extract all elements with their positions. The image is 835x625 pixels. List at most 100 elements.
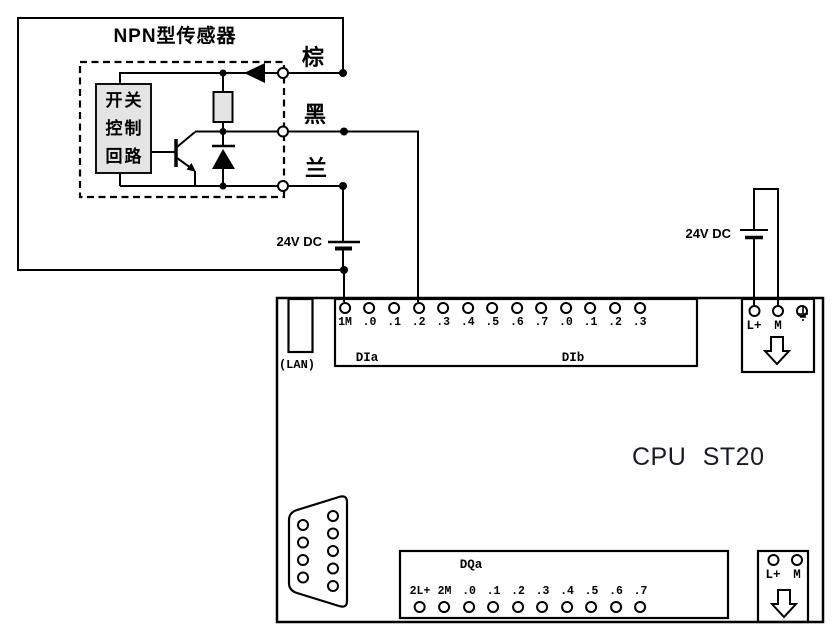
dq-terminal: .4	[560, 586, 574, 613]
terminal-label: .6	[609, 585, 623, 598]
di-terminal: .5	[485, 302, 499, 329]
sensor-internal-bottom-wire	[119, 174, 278, 187]
dq-terminal: .5	[584, 585, 599, 613]
wire-label-brown: 棕	[302, 45, 325, 70]
di-block-outline	[333, 297, 699, 368]
bottom-right-down-arrow-icon	[769, 589, 799, 619]
db9-connector	[287, 495, 349, 608]
control-block-line: 控制	[105, 118, 144, 138]
terminal-label: .3	[535, 585, 550, 598]
dq-terminal: .6	[609, 586, 623, 613]
dia-label: DIa	[355, 351, 379, 365]
terminal-circle	[437, 302, 450, 314]
terminal-circle	[609, 302, 622, 314]
brown-wire-diode-arrow	[244, 63, 265, 83]
terminal-circle	[747, 305, 760, 317]
dq-terminal: .3	[535, 585, 550, 613]
terminal-label: 1M	[338, 316, 352, 329]
dq-terminal: .2	[511, 586, 525, 613]
cpu-model-label: CPU ST20	[632, 443, 765, 471]
bottom-right-terminal-lplus: L+	[765, 554, 781, 582]
terminal-label: .7	[633, 585, 648, 598]
terminal-circle	[438, 601, 451, 613]
terminal-circle	[388, 302, 401, 314]
terminal-label: .2	[608, 316, 622, 329]
dq-terminal: .0	[462, 586, 476, 613]
brown-return-loop-wire	[17, 17, 344, 271]
junction-dots	[219, 69, 348, 274]
transistor-emitter-arrow	[186, 163, 196, 172]
terminal-circle	[634, 601, 647, 613]
terminal-circle	[512, 601, 524, 613]
sensor-control-block: 开关 控制 回路	[95, 83, 152, 174]
terminal-label: .0	[462, 585, 476, 598]
transistor-emitter	[176, 157, 196, 186]
di-terminal: .6	[510, 302, 524, 329]
terminal-circle	[633, 302, 646, 314]
top-right-terminal-ground	[796, 305, 808, 321]
terminal-label: .1	[486, 585, 501, 598]
di-terminal: .4	[461, 302, 475, 329]
terminal-circle	[561, 601, 573, 613]
terminal-circle	[536, 601, 549, 613]
wire-label-black: 黑	[304, 102, 327, 127]
terminal-circle	[486, 302, 499, 314]
terminal-circle	[766, 554, 779, 566]
bottom-right-terminal-m: M	[791, 554, 803, 581]
terminal-circle	[412, 302, 425, 314]
di-terminal: .1	[387, 302, 401, 329]
lan-port-outline	[287, 297, 314, 354]
dq-terminal: .7	[633, 585, 648, 613]
terminal-label: .4	[460, 316, 475, 329]
control-block-line: 回路	[105, 146, 144, 166]
terminal-label: M	[793, 568, 801, 582]
dq-block-outline	[398, 549, 730, 620]
terminal-circle	[610, 601, 622, 613]
bottom-right-terminal-box	[756, 549, 810, 624]
terminal-label: .0	[362, 316, 377, 329]
terminal-circle	[791, 554, 803, 566]
di-terminal: .3	[436, 302, 450, 329]
terminal-label: .3	[632, 316, 647, 329]
right-supply-bridge-wire	[753, 188, 779, 305]
left-supply-label: 24V DC	[276, 234, 322, 249]
terminal-circle	[584, 302, 597, 314]
sensor-title: NPN型传感器	[113, 26, 237, 47]
transistor-collector	[176, 131, 196, 148]
top-right-terminal-box	[740, 297, 816, 374]
terminal-circle	[339, 302, 351, 314]
terminal-circle	[414, 601, 426, 613]
terminal-circle	[510, 302, 523, 314]
terminal-circle	[585, 601, 598, 613]
terminal-label: .4	[560, 585, 574, 598]
terminal-label: .3	[436, 316, 451, 329]
terminal-label: M	[774, 319, 782, 333]
earth-ground-icon	[798, 307, 808, 321]
dqa-label: DQa	[459, 558, 483, 572]
terminal-label: L+	[765, 568, 781, 582]
diode-triangle	[212, 149, 235, 169]
black-wire	[288, 130, 419, 302]
terminal-circle	[363, 302, 376, 314]
top-right-terminal-m: M	[772, 305, 784, 332]
control-block-line: 开关	[105, 90, 144, 110]
dq-terminal: 2M	[438, 586, 451, 613]
sensor-output-terminals	[277, 67, 289, 192]
terminal-label: L+	[746, 319, 762, 333]
terminal-label: 2L+	[409, 585, 431, 598]
wire-label-blue: 兰	[305, 156, 328, 181]
terminal-circle	[559, 302, 572, 314]
di-terminal: .0	[559, 302, 573, 329]
terminal-label: .5	[584, 585, 599, 598]
resistor-body	[212, 91, 234, 123]
terminal-circle	[535, 302, 548, 314]
terminal-circle	[463, 601, 475, 613]
right-supply-label: 24V DC	[685, 226, 731, 241]
di-terminal: 1M	[338, 302, 352, 329]
di-terminal: .0	[362, 302, 377, 329]
di-terminal: .1	[584, 302, 597, 329]
di-terminal: .2	[608, 302, 622, 329]
terminal-label: .0	[559, 316, 573, 329]
